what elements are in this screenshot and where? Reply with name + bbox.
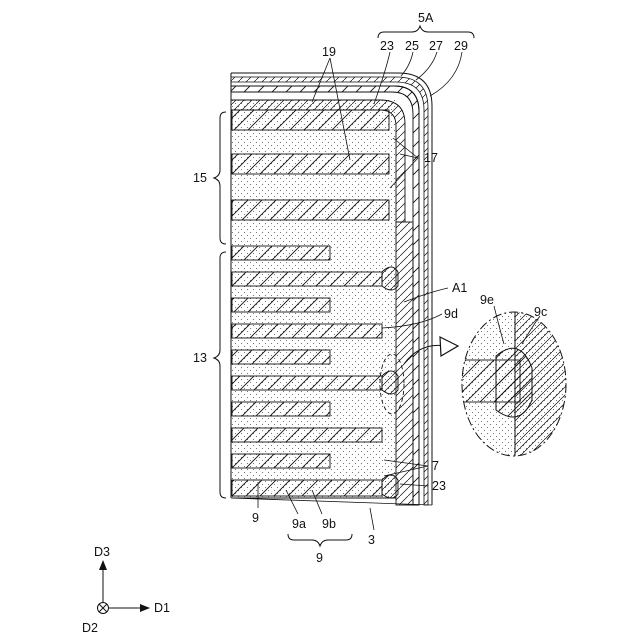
plate-15-3	[232, 200, 389, 220]
label-9-bottom: 9	[316, 551, 323, 565]
plate-13-short	[232, 402, 330, 416]
label-9e: 9e	[480, 293, 494, 307]
label-23-bottom: 23	[432, 479, 446, 493]
label-23-top: 23	[380, 39, 394, 53]
plate-15-2	[232, 154, 389, 174]
brace-9	[288, 534, 352, 546]
label-9-left: 9	[252, 511, 259, 525]
plate-13-long	[232, 376, 382, 390]
label-29: 29	[454, 39, 468, 53]
label-27: 27	[429, 39, 443, 53]
label-9b: 9b	[322, 517, 336, 531]
brace-15	[214, 112, 226, 244]
axis-label-D3: D3	[94, 545, 110, 559]
plate-15-1	[232, 110, 389, 130]
label-19: 19	[322, 45, 336, 59]
cross-section	[231, 73, 432, 505]
plate-13-short	[232, 350, 330, 364]
plate-13-long	[232, 272, 382, 286]
axis-label-D2: D2	[82, 621, 98, 635]
brace-13	[214, 252, 226, 498]
label-13: 13	[193, 351, 207, 365]
label-9d: 9d	[444, 307, 458, 321]
plate-13-bottom	[232, 480, 382, 496]
plate-13-long	[232, 324, 382, 338]
direction-axes	[98, 560, 151, 614]
label-5A: 5A	[418, 11, 434, 25]
label-9a: 9a	[292, 517, 306, 531]
label-9c: 9c	[534, 305, 547, 319]
plate-13-short	[232, 298, 330, 312]
label-25: 25	[405, 39, 419, 53]
label-7: 7	[432, 459, 439, 473]
magnified-view	[460, 310, 575, 460]
label-3: 3	[368, 533, 375, 547]
label-A1: A1	[452, 281, 467, 295]
plate-13-short	[232, 454, 330, 468]
plate-13-short	[232, 246, 330, 260]
brace-5A	[378, 26, 474, 38]
axis-label-D1: D1	[154, 601, 170, 615]
label-15: 15	[193, 171, 207, 185]
plate-13-long	[232, 428, 382, 442]
label-17: 17	[424, 151, 438, 165]
